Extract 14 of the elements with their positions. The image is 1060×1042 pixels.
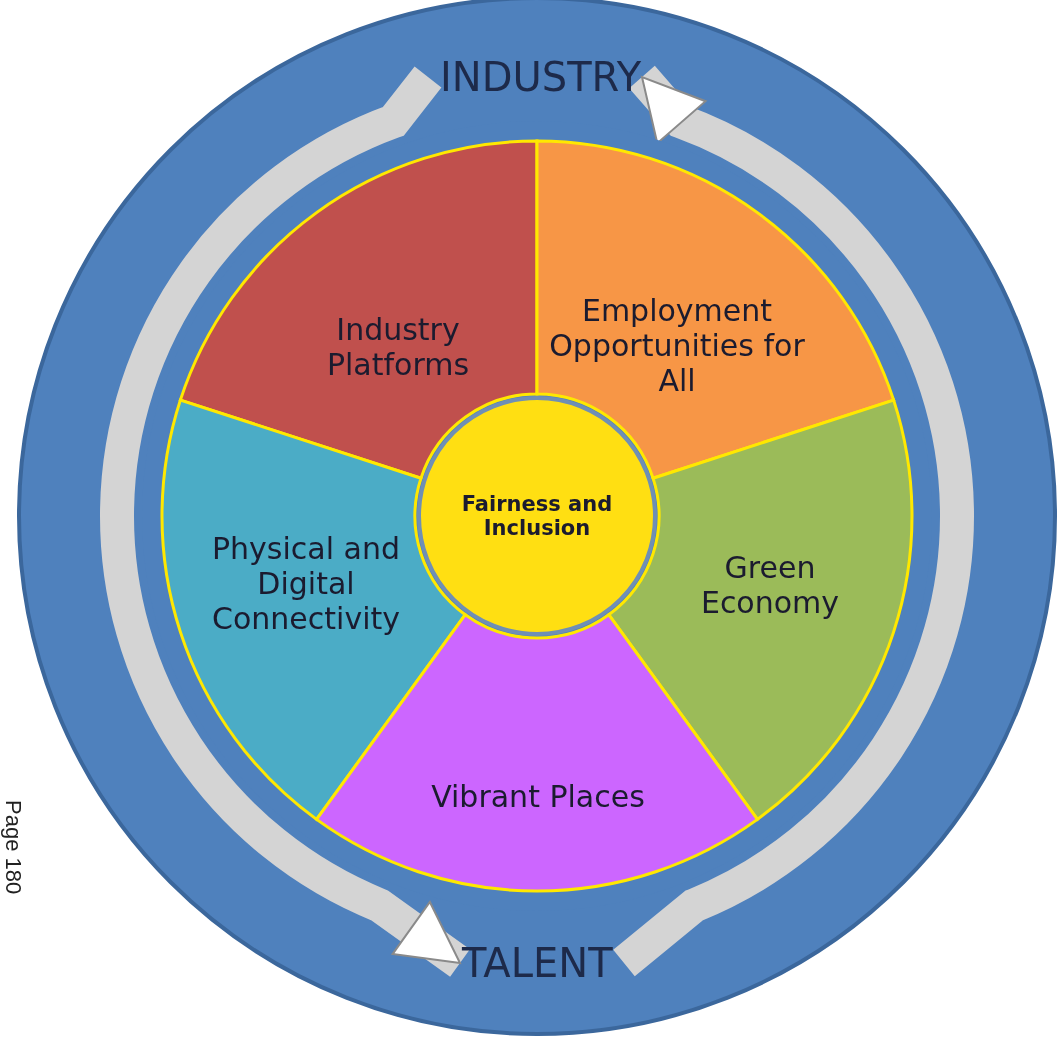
ring-label: TALENT: [462, 936, 612, 990]
segment-label: Fairness and Inclusion: [460, 492, 614, 540]
pie-segment: [178, 139, 539, 480]
page-number: Page 180: [0, 800, 26, 895]
segment-label: Industry Platforms: [325, 312, 471, 382]
pie-segment: [535, 139, 896, 480]
cycle-arrow: [613, 65, 974, 977]
hub-circle: [417, 396, 657, 636]
ring-label: INDUSTRY: [440, 50, 640, 104]
cycle-arrow: [100, 66, 470, 977]
segment-label: Vibrant Places: [431, 778, 645, 814]
segment-label: Employment Opportunities for All: [548, 292, 806, 398]
segment-label: Physical and Digital Connectivity: [211, 530, 401, 636]
segment-label: Green Economy: [699, 550, 841, 620]
